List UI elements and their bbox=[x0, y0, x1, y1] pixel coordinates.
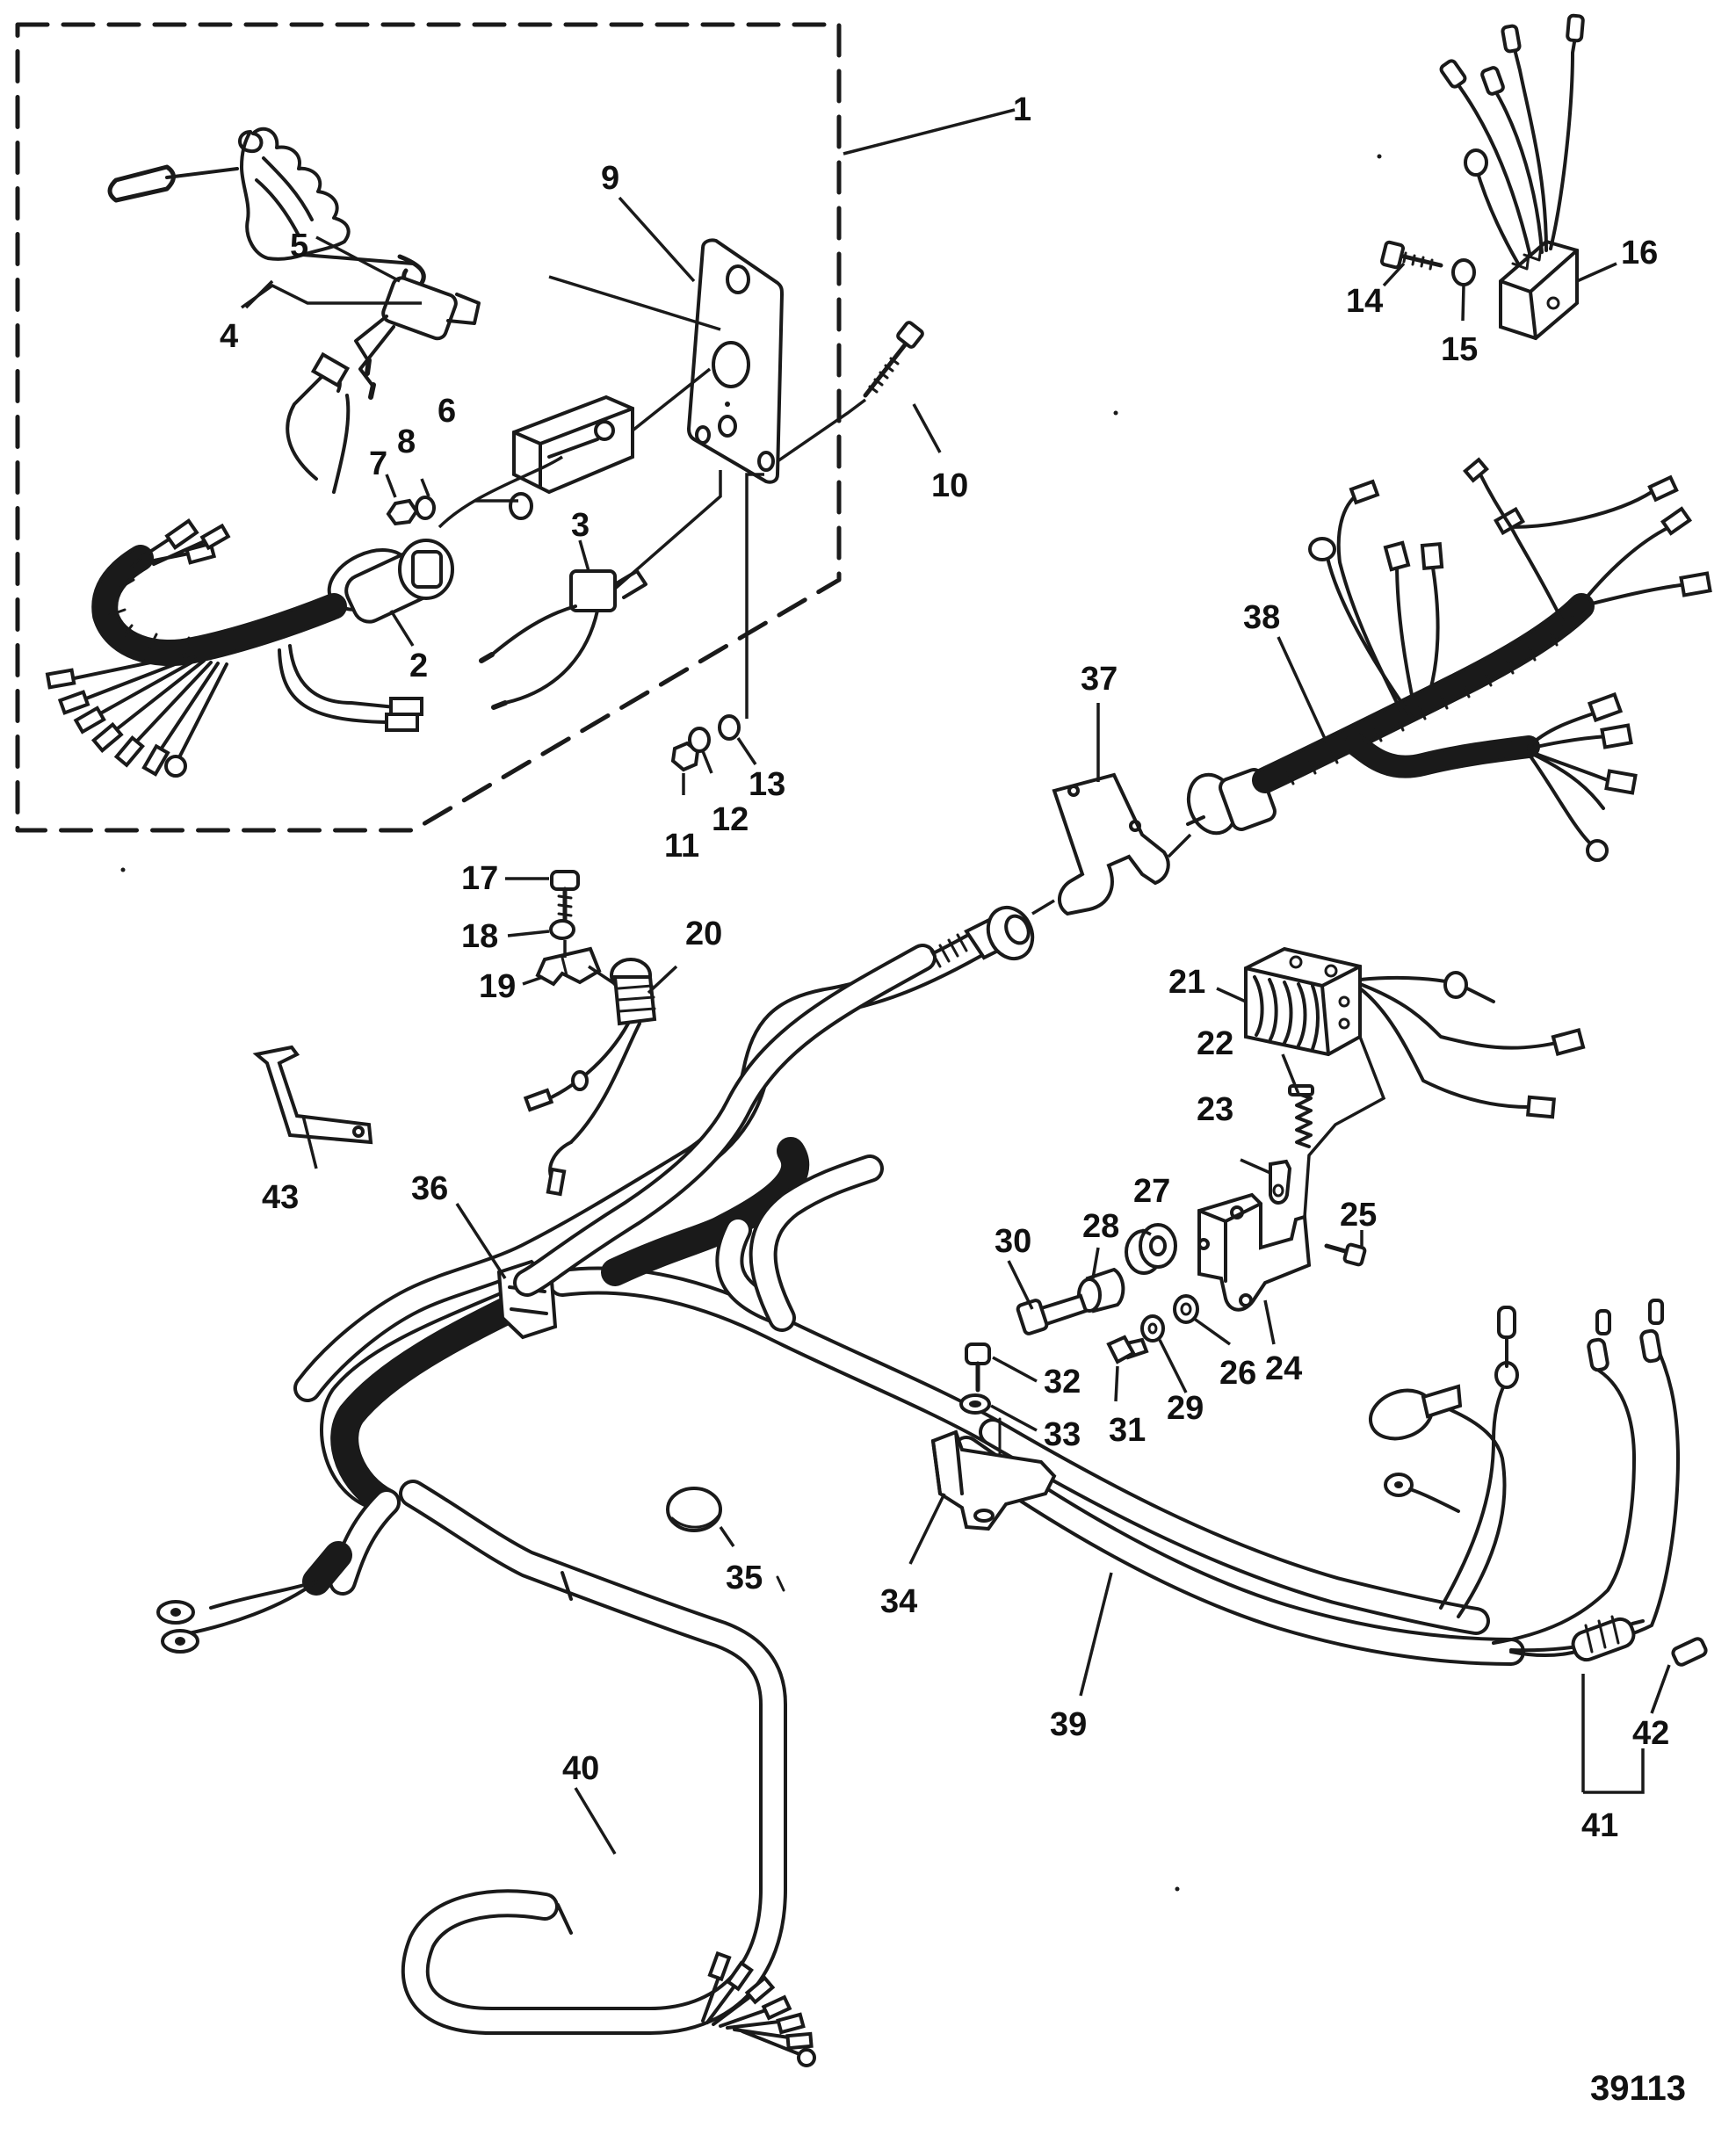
ground-terminals bbox=[156, 1541, 352, 1654]
callout-35: 35 bbox=[726, 1560, 763, 1596]
callout-21: 21 bbox=[1168, 964, 1205, 1001]
callout-9: 9 bbox=[601, 160, 619, 197]
callout-23: 23 bbox=[1197, 1091, 1233, 1128]
bracket-screw-25 bbox=[1324, 1242, 1367, 1267]
callout-34: 34 bbox=[880, 1583, 917, 1620]
solenoid-bracket bbox=[1197, 1192, 1312, 1312]
callout-18: 18 bbox=[461, 918, 498, 955]
callout-14: 14 bbox=[1346, 283, 1383, 320]
callout-26: 26 bbox=[1219, 1355, 1256, 1392]
callout-11: 11 bbox=[664, 828, 699, 865]
mounting-plate bbox=[686, 238, 785, 484]
grommet-hardware bbox=[959, 1223, 1199, 1513]
callout-32: 32 bbox=[1044, 1364, 1081, 1400]
engine-harness bbox=[1186, 457, 1712, 862]
callout-40: 40 bbox=[562, 1750, 599, 1787]
callout-37: 37 bbox=[1081, 661, 1118, 698]
callout-39: 39 bbox=[1050, 1706, 1087, 1743]
callout-3: 3 bbox=[571, 507, 590, 544]
print-specks bbox=[120, 154, 1382, 1892]
lanyard-stop-switch bbox=[107, 127, 481, 400]
callout-22: 22 bbox=[1197, 1025, 1233, 1062]
callout-leaders bbox=[240, 108, 1671, 1855]
callout-27: 27 bbox=[1133, 1173, 1170, 1210]
solenoid-spring bbox=[1288, 1084, 1314, 1148]
switch-mounting-bracket bbox=[512, 394, 634, 495]
figure-number: 39113 bbox=[1590, 2069, 1686, 2108]
callout-29: 29 bbox=[1167, 1390, 1204, 1427]
callout-19: 19 bbox=[479, 968, 516, 1005]
callout-30: 30 bbox=[995, 1223, 1031, 1260]
callout-43: 43 bbox=[262, 1179, 299, 1216]
callout-8: 8 bbox=[397, 423, 416, 460]
callout-16: 16 bbox=[1621, 235, 1658, 271]
callout-33: 33 bbox=[1044, 1416, 1081, 1453]
plate-nut-washers bbox=[670, 714, 741, 772]
callout-1: 1 bbox=[1013, 91, 1031, 128]
main-wiring-harness bbox=[293, 926, 1525, 2035]
harness-bracket-43 bbox=[252, 1045, 373, 1145]
callout-41: 41 bbox=[1581, 1807, 1618, 1844]
harness-clamp-34 bbox=[930, 1429, 1057, 1531]
main-harness-connector-cable bbox=[513, 905, 1035, 1297]
callout-24: 24 bbox=[1265, 1350, 1302, 1387]
connector-bracket bbox=[1052, 772, 1170, 916]
callout-7: 7 bbox=[369, 445, 387, 482]
callout-12: 12 bbox=[712, 801, 749, 838]
callout-36: 36 bbox=[411, 1170, 448, 1207]
callout-31: 31 bbox=[1109, 1412, 1146, 1449]
callout-2: 2 bbox=[409, 648, 428, 684]
callout-25: 25 bbox=[1340, 1197, 1377, 1234]
callout-5: 5 bbox=[290, 228, 308, 264]
callout-42: 42 bbox=[1632, 1715, 1669, 1752]
choke-toggle-switch bbox=[479, 569, 647, 710]
callout-38: 38 bbox=[1243, 599, 1280, 636]
callout-10: 10 bbox=[931, 467, 968, 504]
control-panel-assembly-boundary bbox=[15, 22, 842, 833]
hole-plug bbox=[666, 1487, 722, 1532]
callout-6: 6 bbox=[438, 393, 456, 430]
battery-leads bbox=[1369, 1299, 1708, 1667]
callout-17: 17 bbox=[461, 860, 498, 897]
callout-28: 28 bbox=[1082, 1208, 1119, 1245]
instrument-connector-leads bbox=[701, 1950, 816, 2067]
plate-screw bbox=[863, 321, 924, 398]
solenoid-plunger bbox=[1269, 1159, 1292, 1205]
callout-15: 15 bbox=[1441, 331, 1478, 368]
callout-labels: 1 2 3 4 5 6 7 8 9 10 11 12 13 14 15 16 1… bbox=[220, 91, 1669, 1844]
ignition-switch bbox=[45, 351, 454, 778]
callout-13: 13 bbox=[749, 766, 785, 803]
callout-20: 20 bbox=[685, 916, 722, 952]
temperature-sender bbox=[523, 958, 657, 1197]
rectifier bbox=[1380, 13, 1585, 341]
callout-4: 4 bbox=[220, 318, 238, 355]
